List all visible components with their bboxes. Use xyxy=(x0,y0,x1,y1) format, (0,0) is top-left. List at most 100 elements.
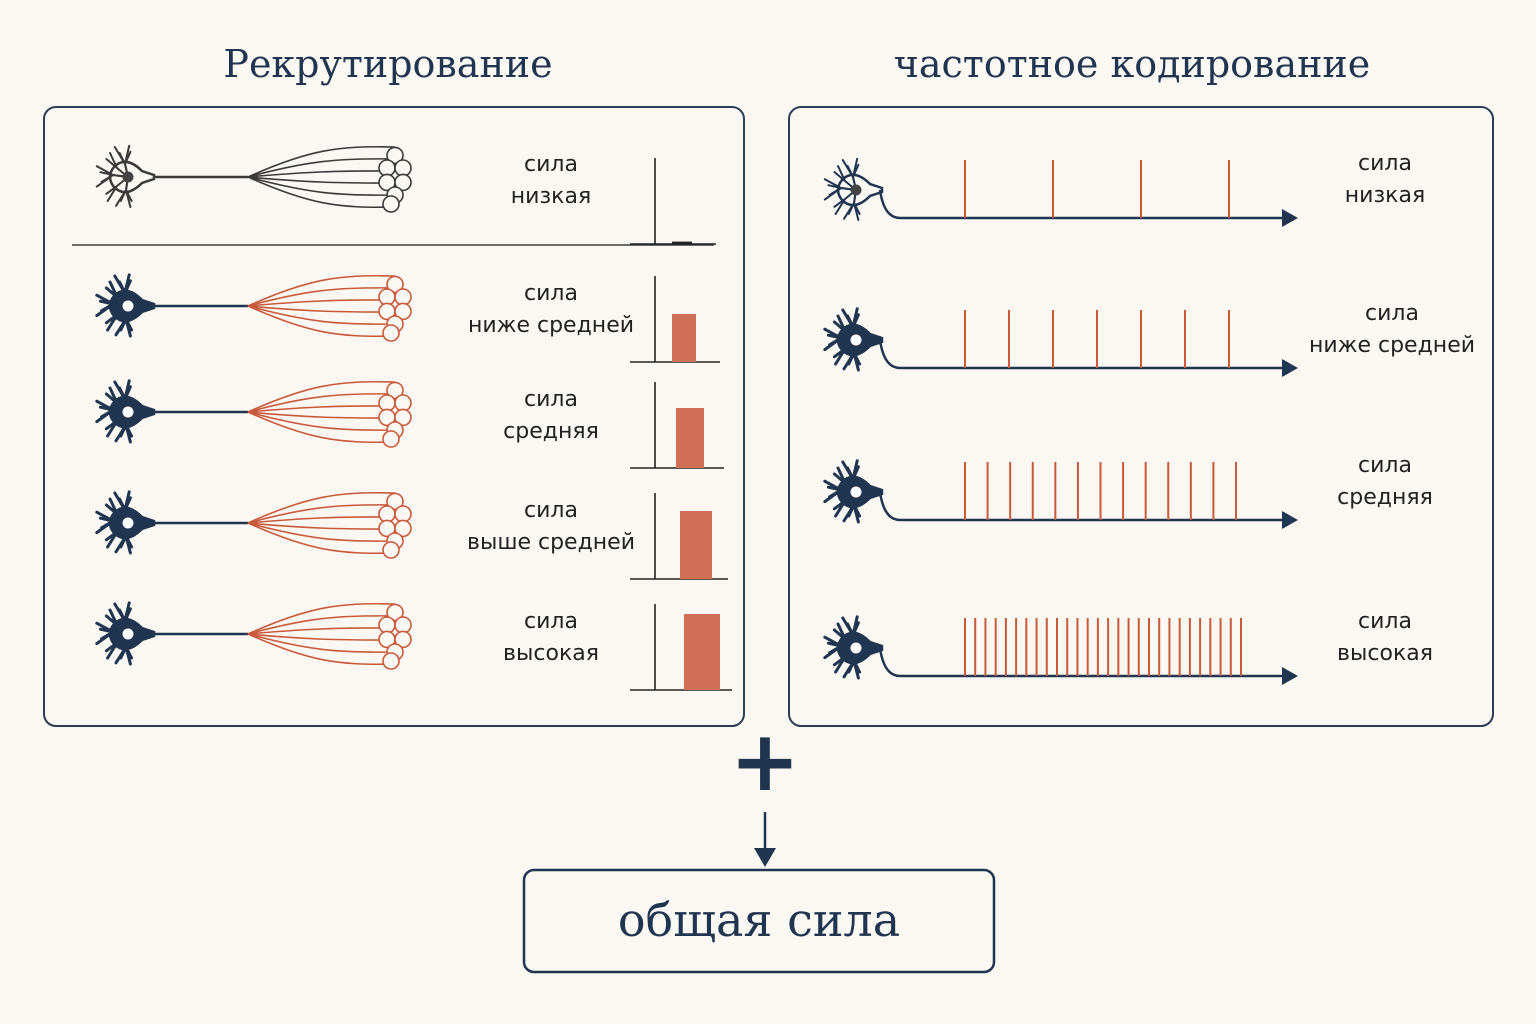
muscle-fiber xyxy=(247,380,396,413)
neuron-icon xyxy=(95,379,156,444)
recruitment-row: сила средняя xyxy=(95,379,724,469)
fiber-end xyxy=(378,616,396,634)
fiber-end xyxy=(382,195,400,213)
force-label-line2: низкая xyxy=(1345,183,1425,208)
fiber-end xyxy=(386,603,404,622)
neuron-icon xyxy=(95,144,156,208)
force-label-line1: сила xyxy=(1358,609,1412,634)
nucleus xyxy=(850,334,862,346)
nucleus xyxy=(122,628,134,640)
muscle-fiber xyxy=(247,145,396,178)
force-label-line1: сила xyxy=(524,152,578,177)
force-label-line1: сила xyxy=(524,609,578,634)
muscle-fiber xyxy=(247,522,396,555)
force-bar xyxy=(676,408,704,468)
cell-body xyxy=(108,160,156,194)
muscle-fiber xyxy=(247,287,396,307)
neuron-icon xyxy=(823,459,884,524)
muscle-fiber xyxy=(247,522,396,542)
force-label-line1: сила xyxy=(1365,301,1419,326)
muscle-fiber xyxy=(247,170,396,178)
neuron-icon xyxy=(823,615,884,680)
muscle-fiber xyxy=(247,305,396,313)
nucleus xyxy=(122,171,134,183)
fiber-end xyxy=(386,146,404,165)
fiber-end xyxy=(378,505,396,523)
muscle-fiber xyxy=(247,504,396,524)
spike-train-axis xyxy=(878,647,1282,678)
muscle-fiber xyxy=(247,176,396,209)
muscle-fiber xyxy=(247,299,396,307)
force-label-line1: сила xyxy=(524,387,578,412)
force-label-line2: ниже средней xyxy=(1309,333,1475,358)
fiber-end xyxy=(394,408,412,427)
muscle-fiber xyxy=(247,305,396,325)
spike-train-axis xyxy=(878,491,1282,522)
nucleus xyxy=(850,184,862,196)
nucleus xyxy=(122,406,134,418)
fiber-end xyxy=(386,381,404,400)
nucleus xyxy=(850,486,862,498)
force-bar xyxy=(672,314,696,362)
muscle-fiber xyxy=(247,633,396,666)
neuron-icon xyxy=(95,601,156,666)
nucleus xyxy=(850,642,862,654)
muscle-fiber-bundle xyxy=(247,491,412,559)
recruitment-row: сила низкая xyxy=(95,144,716,245)
fiber-end xyxy=(386,492,404,511)
rate-coding-panel xyxy=(788,106,1494,727)
spike-train-arrowhead xyxy=(1282,667,1298,685)
force-label-line1: сила xyxy=(1358,453,1412,478)
down-arrow xyxy=(754,812,776,867)
neuron-icon xyxy=(95,273,156,338)
recruitment-panel xyxy=(43,106,745,727)
fiber-end xyxy=(394,505,412,523)
force-bar xyxy=(680,511,712,579)
muscle-fiber xyxy=(247,633,396,641)
total-force-label: общая сила xyxy=(618,893,900,947)
plus-sign: + xyxy=(730,712,800,810)
muscle-fiber-bundle xyxy=(247,274,412,342)
fiber-end xyxy=(382,430,400,448)
force-label-line2: низкая xyxy=(511,184,591,209)
muscle-fiber xyxy=(247,158,396,178)
muscle-fiber xyxy=(247,602,396,635)
fiber-end xyxy=(394,302,412,321)
force-label-line1: сила xyxy=(1358,151,1412,176)
spike-train-axis xyxy=(878,339,1282,370)
force-label-line2: выше средней xyxy=(467,530,635,555)
fiber-end xyxy=(382,541,400,559)
nucleus xyxy=(122,517,134,529)
muscle-fiber xyxy=(247,305,396,338)
recruitment-title: Рекрутирование xyxy=(223,42,552,86)
force-label-line2: высокая xyxy=(503,641,599,666)
fiber-end xyxy=(382,652,400,670)
spike-train-axis xyxy=(878,189,1282,220)
muscle-fiber-bundle xyxy=(247,380,412,448)
spike-train-arrowhead xyxy=(1282,209,1298,227)
muscle-fiber xyxy=(247,627,396,635)
rate-coding-row: сила ниже средней xyxy=(823,301,1475,377)
muscle-fiber xyxy=(247,633,396,653)
fiber-end xyxy=(394,519,412,538)
muscle-fiber xyxy=(247,274,396,307)
fiber-end xyxy=(382,324,400,342)
muscle-fiber xyxy=(247,411,396,431)
muscle-fiber xyxy=(247,491,396,524)
muscle-fiber xyxy=(247,411,396,419)
muscle-fiber xyxy=(247,522,396,530)
neuron-icon xyxy=(823,157,884,221)
force-label-line1: сила xyxy=(524,281,578,306)
muscle-fiber xyxy=(247,176,396,196)
rate-coding-title: частотное кодирование xyxy=(894,42,1371,86)
total-force-box xyxy=(522,868,996,974)
fiber-end xyxy=(394,630,412,649)
force-label-line2: средняя xyxy=(503,419,599,444)
muscle-fiber xyxy=(247,516,396,524)
spike-train-arrowhead xyxy=(1282,359,1298,377)
